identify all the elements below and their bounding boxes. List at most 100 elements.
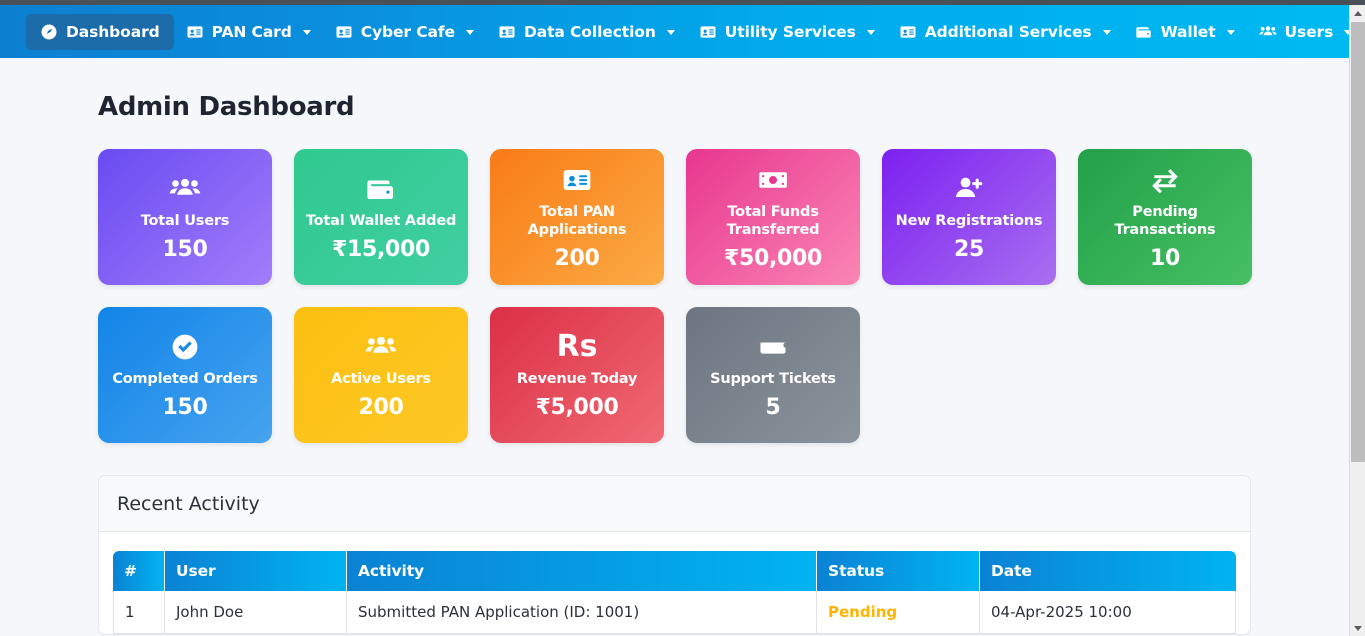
exchange-arrows-icon bbox=[1149, 163, 1181, 197]
chevron-down-icon bbox=[465, 30, 474, 35]
check-circle-icon bbox=[169, 330, 201, 364]
nav-item-label: Utility Services bbox=[724, 22, 856, 41]
nav-item-label: Additional Services bbox=[924, 22, 1092, 41]
page-scrollbar[interactable] bbox=[1349, 5, 1365, 636]
scroll-up-button[interactable] bbox=[1350, 5, 1365, 21]
nav-item-additional-services[interactable]: Additional Services bbox=[887, 14, 1123, 50]
recent-activity-title: Recent Activity bbox=[117, 493, 260, 515]
stat-card-label: Total Wallet Added bbox=[305, 212, 457, 229]
id-card-icon bbox=[186, 23, 204, 41]
stat-card-label: Completed Orders bbox=[112, 370, 258, 387]
stat-card-label: Total Funds Transferred bbox=[726, 204, 820, 238]
row-date: 04-Apr-2025 10:00 bbox=[980, 591, 1236, 634]
row-user: John Doe bbox=[165, 591, 347, 634]
stat-card-value: 200 bbox=[554, 245, 600, 271]
stat-card-value: 25 bbox=[953, 237, 984, 263]
nav-item-users[interactable]: Users bbox=[1247, 14, 1365, 50]
stat-card-label: Support Tickets bbox=[710, 370, 836, 387]
stat-card-total-funds-transferred[interactable]: Total Funds Transferred ₹50,000 bbox=[686, 149, 860, 285]
nav-item-pan-card[interactable]: PAN Card bbox=[174, 14, 323, 50]
user-plus-icon bbox=[953, 172, 985, 206]
nav-item-data-collection[interactable]: Data Collection bbox=[486, 14, 687, 50]
stat-card-value: 10 bbox=[1149, 245, 1180, 271]
chevron-down-icon bbox=[866, 30, 875, 35]
chevron-down-icon bbox=[666, 30, 675, 35]
stat-card-label: Total PAN Applications bbox=[527, 204, 627, 238]
chevron-down-icon bbox=[1344, 30, 1353, 35]
column-header: Status bbox=[817, 551, 980, 591]
stat-card-value: ₹50,000 bbox=[723, 245, 823, 271]
nav-item-cyber-cafe[interactable]: Cyber Cafe bbox=[323, 14, 486, 50]
row-activity: Submitted PAN Application (ID: 1001) bbox=[347, 591, 817, 634]
main-navbar: Dashboard PAN Card Cyber Cafe Data Collecti… bbox=[0, 5, 1353, 58]
stat-card-support-tickets[interactable]: Support Tickets 5 bbox=[686, 307, 860, 443]
speedometer-icon bbox=[40, 23, 58, 41]
wallet-icon bbox=[365, 172, 397, 206]
column-header: User bbox=[165, 551, 347, 591]
stat-card-label: Revenue Today bbox=[516, 370, 638, 387]
nav-item-label: Cyber Cafe bbox=[360, 22, 455, 41]
triangle-down-icon bbox=[1354, 625, 1362, 631]
status-badge: Pending bbox=[817, 591, 980, 634]
id-card-icon bbox=[899, 23, 917, 41]
nav-item-label: Dashboard bbox=[66, 22, 160, 41]
id-card-icon bbox=[699, 23, 717, 41]
stat-card-label: Total Users bbox=[140, 212, 230, 229]
wallet-icon bbox=[1135, 23, 1153, 41]
column-header: # bbox=[113, 551, 165, 591]
users-group-icon bbox=[365, 330, 397, 364]
id-card-icon bbox=[561, 163, 593, 197]
id-card-icon bbox=[498, 23, 516, 41]
recent-activity-header: Recent Activity bbox=[99, 476, 1250, 532]
stat-card-label: New Registrations bbox=[895, 212, 1043, 229]
column-header: Date bbox=[980, 551, 1236, 591]
scrollbar-thumb[interactable] bbox=[1351, 22, 1365, 462]
stat-card-total-wallet-added[interactable]: Total Wallet Added ₹15,000 bbox=[294, 149, 468, 285]
stat-card-value: ₹15,000 bbox=[331, 237, 431, 263]
stat-card-total-users[interactable]: Total Users 150 bbox=[98, 149, 272, 285]
stat-card-value: 150 bbox=[162, 395, 208, 421]
stat-card-value: 5 bbox=[765, 395, 781, 421]
id-card-icon bbox=[335, 23, 353, 41]
nav-item-dashboard[interactable]: Dashboard bbox=[26, 13, 174, 50]
scroll-down-button[interactable] bbox=[1350, 620, 1365, 636]
nav-item-utility-services[interactable]: Utility Services bbox=[687, 14, 887, 50]
chevron-down-icon bbox=[1226, 30, 1235, 35]
money-bill-icon bbox=[757, 163, 789, 197]
chevron-down-icon bbox=[302, 30, 311, 35]
page-title: Admin Dashboard bbox=[98, 92, 355, 122]
ticket-icon bbox=[757, 330, 789, 364]
nav-item-wallet[interactable]: Wallet bbox=[1123, 14, 1247, 50]
stat-card-label: Pending Transactions bbox=[1114, 204, 1216, 238]
stat-card-completed-orders[interactable]: Completed Orders 150 bbox=[98, 307, 272, 443]
rupees-text-icon: Rs bbox=[556, 328, 598, 364]
nav-item-label: Wallet bbox=[1160, 22, 1216, 41]
nav-item-label: Users bbox=[1284, 22, 1334, 41]
column-header: Activity bbox=[347, 551, 817, 591]
stat-card-label: Active Users bbox=[331, 370, 431, 387]
stat-card-value: 150 bbox=[162, 237, 208, 263]
nav-item-label: PAN Card bbox=[211, 22, 292, 41]
users-icon bbox=[1258, 23, 1277, 41]
users-group-icon bbox=[169, 172, 201, 206]
stat-card-value: ₹5,000 bbox=[535, 395, 619, 421]
nav-item-label: Data Collection bbox=[523, 22, 656, 41]
page-content: Admin Dashboard Total Users 150 Total Wall… bbox=[0, 58, 1349, 636]
stat-card-pending-transactions[interactable]: Pending Transactions 10 bbox=[1078, 149, 1252, 285]
row-index: 1 bbox=[113, 591, 165, 634]
stat-card-total-pan-applications[interactable]: Total PAN Applications 200 bbox=[490, 149, 664, 285]
stat-card-new-registrations[interactable]: New Registrations 25 bbox=[882, 149, 1056, 285]
browser-top-strip bbox=[0, 0, 1365, 5]
chevron-down-icon bbox=[1102, 30, 1111, 35]
